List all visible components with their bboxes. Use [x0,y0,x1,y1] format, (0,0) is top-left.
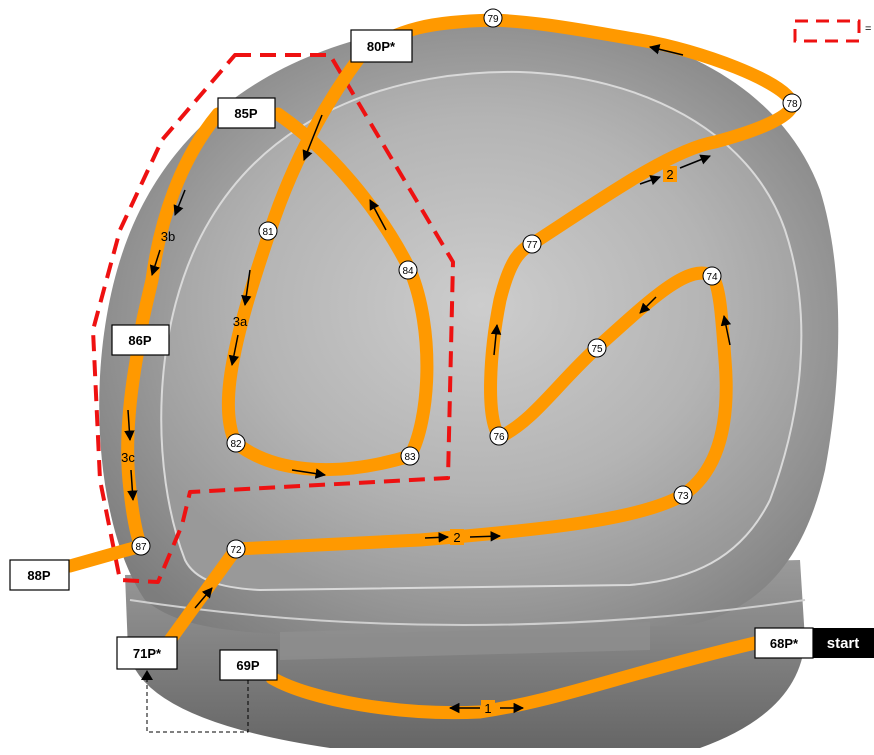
node-79: 79 [483,8,503,28]
tag-80p: 80P* [350,29,413,63]
tag-69p-label: 69P [236,658,259,673]
arrow-seg2-lower-left [424,532,450,543]
arrow-83-84 [369,199,387,231]
direction-arrows [124,44,732,714]
segment-labels: 1 2 2 3a 3b 3c [121,166,677,716]
highlighted-region [91,53,455,584]
path-segment-88 [63,539,148,573]
node-75: 75 [587,338,607,358]
node-75-label: 75 [591,344,603,355]
node-81-label: 81 [262,227,274,238]
node-76: 76 [489,426,509,446]
tag-68p-label: 68P* [770,636,799,651]
segment-label-3c: 3c [121,450,135,465]
arrow-77-78-right [679,154,711,169]
node-84-label: 84 [402,266,414,277]
start-label: start [827,635,860,652]
node-78-label: 78 [786,99,798,110]
segment-label-2-upper: 2 [666,167,673,182]
tag-86p: 86P [111,324,170,356]
legend-dashed-box-symbol [793,19,861,43]
node-78: 78 [782,93,802,113]
path-segment-1 [265,636,762,720]
arrow-3c-lower [127,469,138,502]
arrow-seg2-lower-right [469,531,502,542]
arrow-73-74 [720,314,732,346]
path-segment-2-lower [229,13,799,556]
node-83: 83 [400,446,420,466]
segment-label-3b: 3b [161,229,175,244]
node-72-label: 72 [230,545,242,556]
arrow-3b-lower [149,249,161,277]
segment-label-2-lower: 2 [453,530,460,545]
tag-88p: 88P [9,559,70,591]
node-74: 74 [702,266,722,286]
node-84: 84 [398,260,418,280]
arrow-71-72 [194,587,213,609]
tag-71p: 71P* [116,636,178,670]
dome-ledge [280,622,650,660]
legend: = [793,19,871,43]
dome-inner-recess [160,70,803,592]
node-83-label: 83 [404,452,416,463]
arrow-3a [241,269,252,307]
node-76-label: 76 [493,432,505,443]
path-segment-3b [133,107,225,347]
tag-69p: 69P [219,649,278,681]
arrow-80-81 [302,114,323,161]
tag-80p-label: 80P* [367,39,396,54]
connector-arrowhead [141,670,153,680]
node-73-label: 73 [677,491,689,502]
legend-equals: = [865,23,871,35]
node-87: 87 [131,536,151,556]
tag-88p-label: 88P [27,568,50,583]
arrow-78-79 [648,44,684,56]
arrow-3b-upper [173,189,186,216]
node-74-label: 74 [706,272,718,283]
node-77-label: 77 [526,240,538,251]
node-markers: 72 73 74 75 76 77 78 79 81 82 83 84 87 [131,8,802,559]
tag-85p: 85P [217,97,276,129]
arrow-76-77 [490,323,502,356]
tag-86p-label: 86P [128,333,151,348]
position-tags: 80P* 85P 86P 88P 71P* 69P 68P* start [9,29,874,681]
path-segment-3c [121,333,148,553]
arrow-77-78-left [639,175,661,186]
node-82-label: 82 [230,439,242,450]
node-87-label: 87 [135,542,147,553]
tag-68p: 68P* [754,627,814,659]
tag-71p-label: 71P* [133,646,162,661]
node-82: 82 [226,433,246,453]
arrow-82-83 [291,468,327,479]
node-72: 72 [226,539,246,559]
node-81: 81 [258,221,278,241]
arrow-3c-upper [124,409,135,442]
node-73: 73 [673,485,693,505]
dome-rim-line [129,599,806,626]
start-badge: start [813,628,874,658]
segment-label-3a: 3a [233,314,248,329]
arrow-3a-lower [228,334,240,367]
segment-label-1: 1 [484,701,491,716]
arrow-74-75 [639,296,657,314]
node-79-label: 79 [487,14,499,25]
tag-85p-label: 85P [234,106,257,121]
node-77: 77 [522,234,542,254]
